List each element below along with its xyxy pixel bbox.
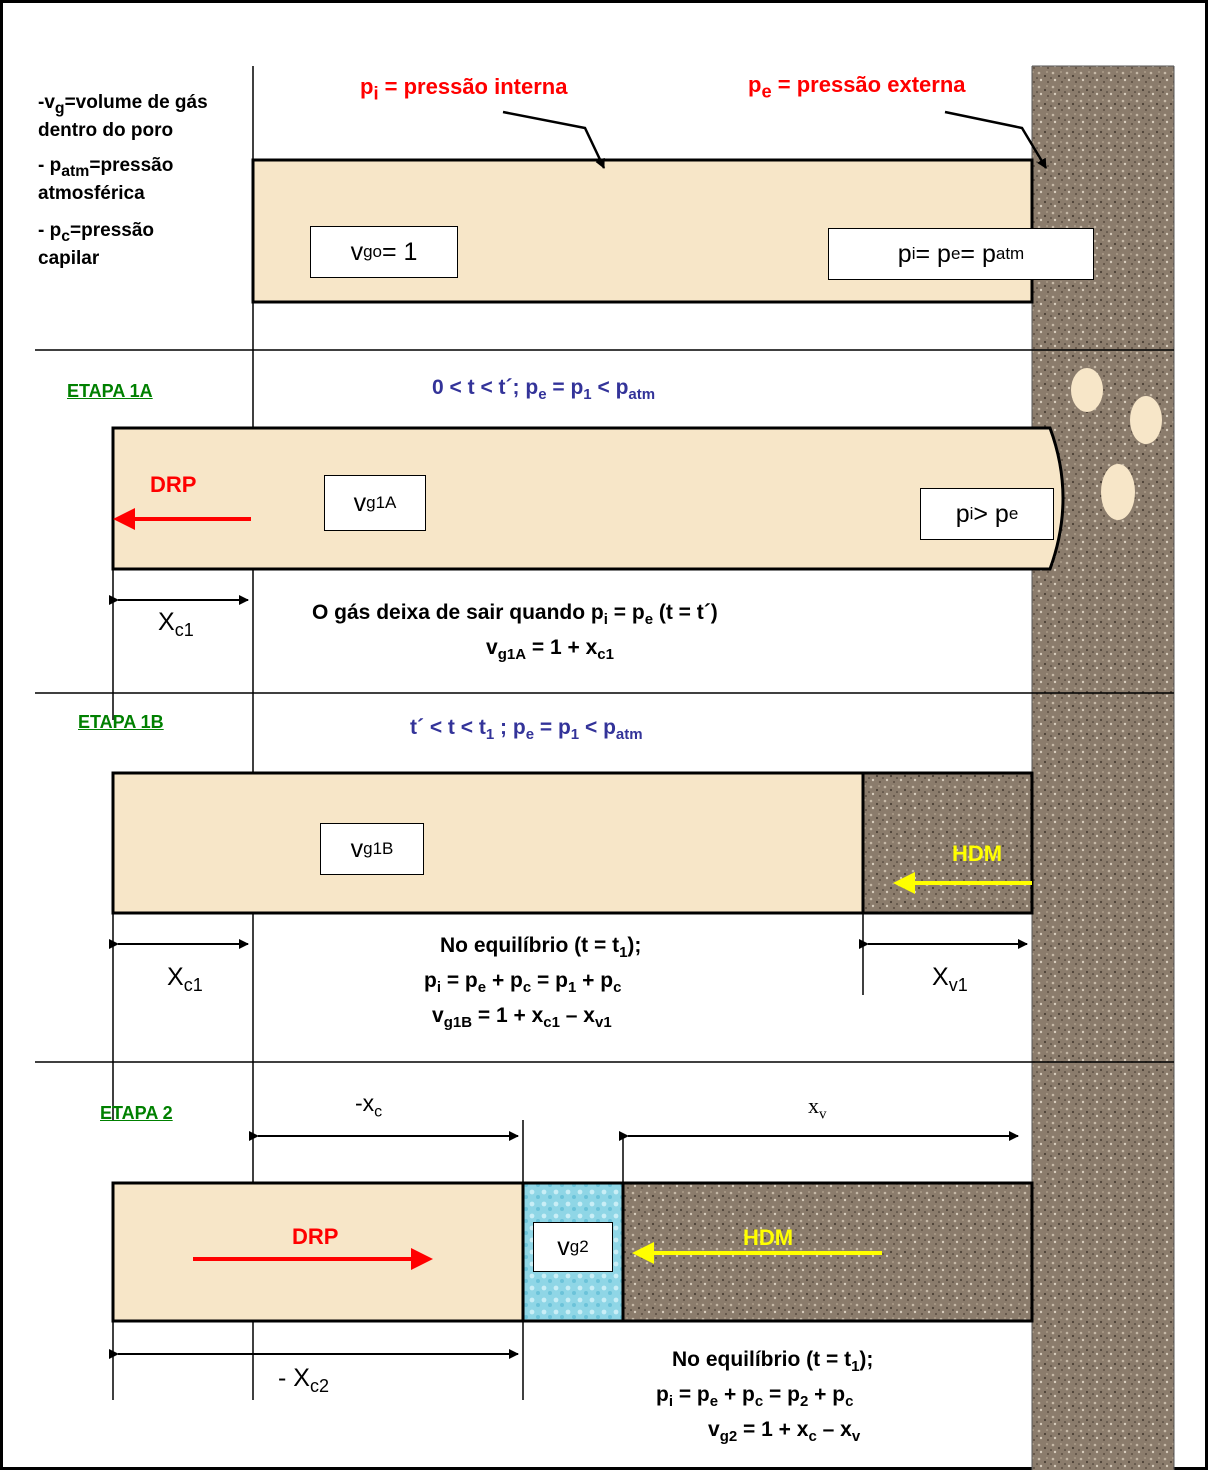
stage1a-xc1-label: Xc1 xyxy=(158,608,194,640)
stage1a-note: O gás deixa de sair quando pi = pe (t = … xyxy=(312,601,718,629)
hdm-arrowhead-stage2 xyxy=(632,1242,654,1264)
stage1b-eq-line3: vg1B = 1 + xc1 – xv1 xyxy=(432,1004,612,1032)
stage1a-title: ETAPA 1A xyxy=(67,381,153,401)
drp-arrowhead-stage2 xyxy=(411,1248,433,1270)
gas-bubble xyxy=(1130,396,1162,444)
gas-bubble xyxy=(1101,464,1135,520)
stage2-xc-label: -xc xyxy=(355,1090,383,1121)
label-internal-pressure: pi = pressão interna xyxy=(360,74,568,104)
stage1b-hdm-label: HDM xyxy=(952,841,1003,866)
rock-wall xyxy=(1032,66,1174,1470)
stage1b-eq-line1: No equilíbrio (t = t1); xyxy=(440,934,642,962)
stage1b-title: ETAPA 1B xyxy=(78,712,164,732)
stage1a-equation: vg1A = 1 + xc1 xyxy=(486,636,614,664)
pore-stage1b xyxy=(111,771,865,915)
stage1b-condition: t´ < t < t1 ; pe = p1 < patm xyxy=(410,716,643,744)
label-external-pressure: pe = pressão externa xyxy=(748,72,966,102)
pe-pointer xyxy=(944,110,1048,169)
pore-stage1a xyxy=(111,426,1065,571)
stage2-eq-line1: No equilíbrio (t = t1); xyxy=(672,1348,874,1376)
stage2-drp-label: DRP xyxy=(292,1224,339,1249)
legend-vg: -vg=volume de gás dentro do poro xyxy=(38,92,208,141)
pi-pointer xyxy=(502,110,606,169)
drp-arrowhead-stage1a xyxy=(113,508,135,530)
stage2-xv-label: xv xyxy=(808,1093,827,1123)
stage2-eq-line3: vg2 = 1 + xc – xv xyxy=(708,1418,861,1446)
stage2-xc2-label: - Xc2 xyxy=(278,1364,329,1396)
stage1b-xv1-label: Xv1 xyxy=(932,963,968,995)
stage1b-eq-line2: pi = pe + pc = p1 + pc xyxy=(424,969,622,997)
pore-stage2-gas xyxy=(111,1181,525,1323)
legend-pc: - pc=pressão capilar xyxy=(38,220,155,269)
legend-patm: - patm=pressão atmosférica xyxy=(38,155,174,204)
water-intrusion-stage1b xyxy=(861,771,1034,915)
stage1a-condition: 0 < t < t´; pe = p1 < patm xyxy=(432,376,656,404)
hdm-arrowhead-stage1b xyxy=(893,872,915,894)
stage2-eq-line2: pi = pe + pc = p2 + pc xyxy=(656,1383,854,1411)
stage2-title: ETAPA 2 xyxy=(100,1103,173,1123)
stage2-hdm-label: HDM xyxy=(743,1225,794,1250)
stage1b-xc1-label: Xc1 xyxy=(167,963,203,995)
stage1a-drp-label: DRP xyxy=(150,472,197,497)
gas-bubble xyxy=(1071,368,1103,412)
